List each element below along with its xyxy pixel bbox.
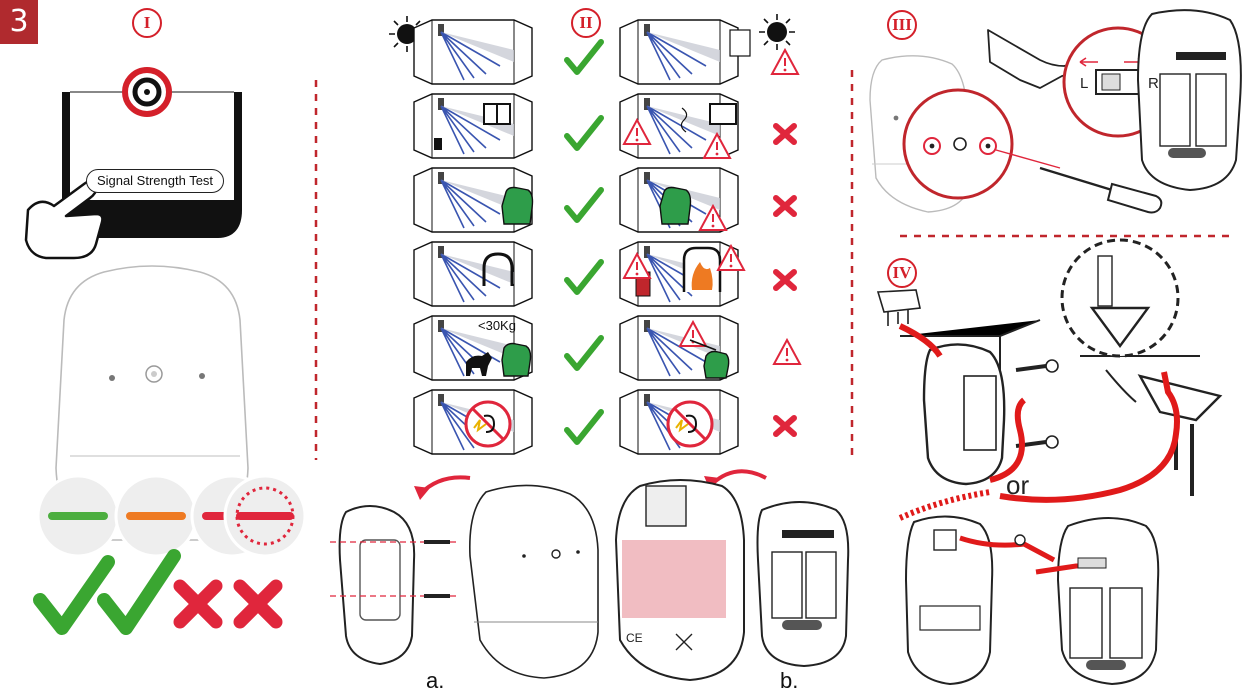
signal-strength-test-button[interactable]: Signal Strength Test: [86, 169, 224, 193]
red-wires: [898, 323, 1180, 521]
back-plate-bottom-left: [904, 515, 1056, 686]
check-icon: [567, 412, 601, 442]
zoom-circle-tamper: [1060, 238, 1180, 358]
zoom-circle-adjust: [902, 88, 1061, 200]
section-marker-two: II: [571, 8, 601, 38]
detector-body-a: [469, 484, 599, 679]
rotate-arrow-icon: [414, 475, 471, 500]
corner-mount-bracket: [1105, 369, 1223, 496]
detector-back-b: CE: [614, 479, 745, 682]
screwdriver-icon: [1039, 166, 1163, 214]
switch-left-label: L: [1080, 75, 1088, 92]
sun-icon: [759, 14, 795, 50]
check-icon: [567, 262, 601, 292]
back-plate-b: [756, 501, 850, 668]
bad-placement-column: [619, 19, 751, 455]
check-icon: [567, 190, 601, 220]
warning-icon: [771, 49, 799, 75]
cross-icon: [233, 579, 283, 629]
svg-text:CE: CE: [626, 631, 643, 645]
check-icon: [567, 118, 601, 148]
signal-led-indicators: [36, 474, 307, 558]
signal-result-marks: [33, 549, 283, 635]
warning-icon: [773, 339, 801, 365]
cross-icon: [776, 418, 794, 434]
connector-icon: [876, 289, 921, 326]
check-icon: [97, 549, 181, 635]
section-marker-one: I: [132, 8, 162, 38]
hand-pointer-icon: [24, 180, 104, 260]
screw-icon: [1015, 359, 1059, 449]
detector-front-view: [55, 265, 249, 541]
weight-limit-label: <30Kg: [478, 318, 516, 333]
step-badge: 3: [0, 0, 38, 44]
back-plate-a: [330, 505, 460, 666]
section-marker-four: IV: [887, 258, 917, 288]
switch-right-label: R: [1148, 75, 1159, 92]
label-a: a.: [426, 668, 445, 693]
good-placement-checks: [567, 42, 601, 442]
label-b: b.: [780, 668, 799, 693]
cross-icon: [776, 272, 794, 288]
cross-icon: [776, 126, 794, 142]
check-icon: [33, 555, 115, 635]
good-placement-column: [413, 19, 534, 455]
back-plate-top-right: [1136, 9, 1242, 192]
back-plate-bottom-right: [1035, 517, 1160, 686]
cross-icon: [173, 579, 223, 629]
detector-mounted-view: [922, 343, 1006, 486]
cross-icon: [776, 198, 794, 214]
section-marker-three: III: [887, 10, 917, 40]
check-icon: [567, 338, 601, 368]
keypad-panel: [62, 67, 242, 238]
check-icon: [567, 42, 601, 72]
or-label: or: [1006, 470, 1030, 500]
bad-placement-marks: [771, 49, 801, 434]
